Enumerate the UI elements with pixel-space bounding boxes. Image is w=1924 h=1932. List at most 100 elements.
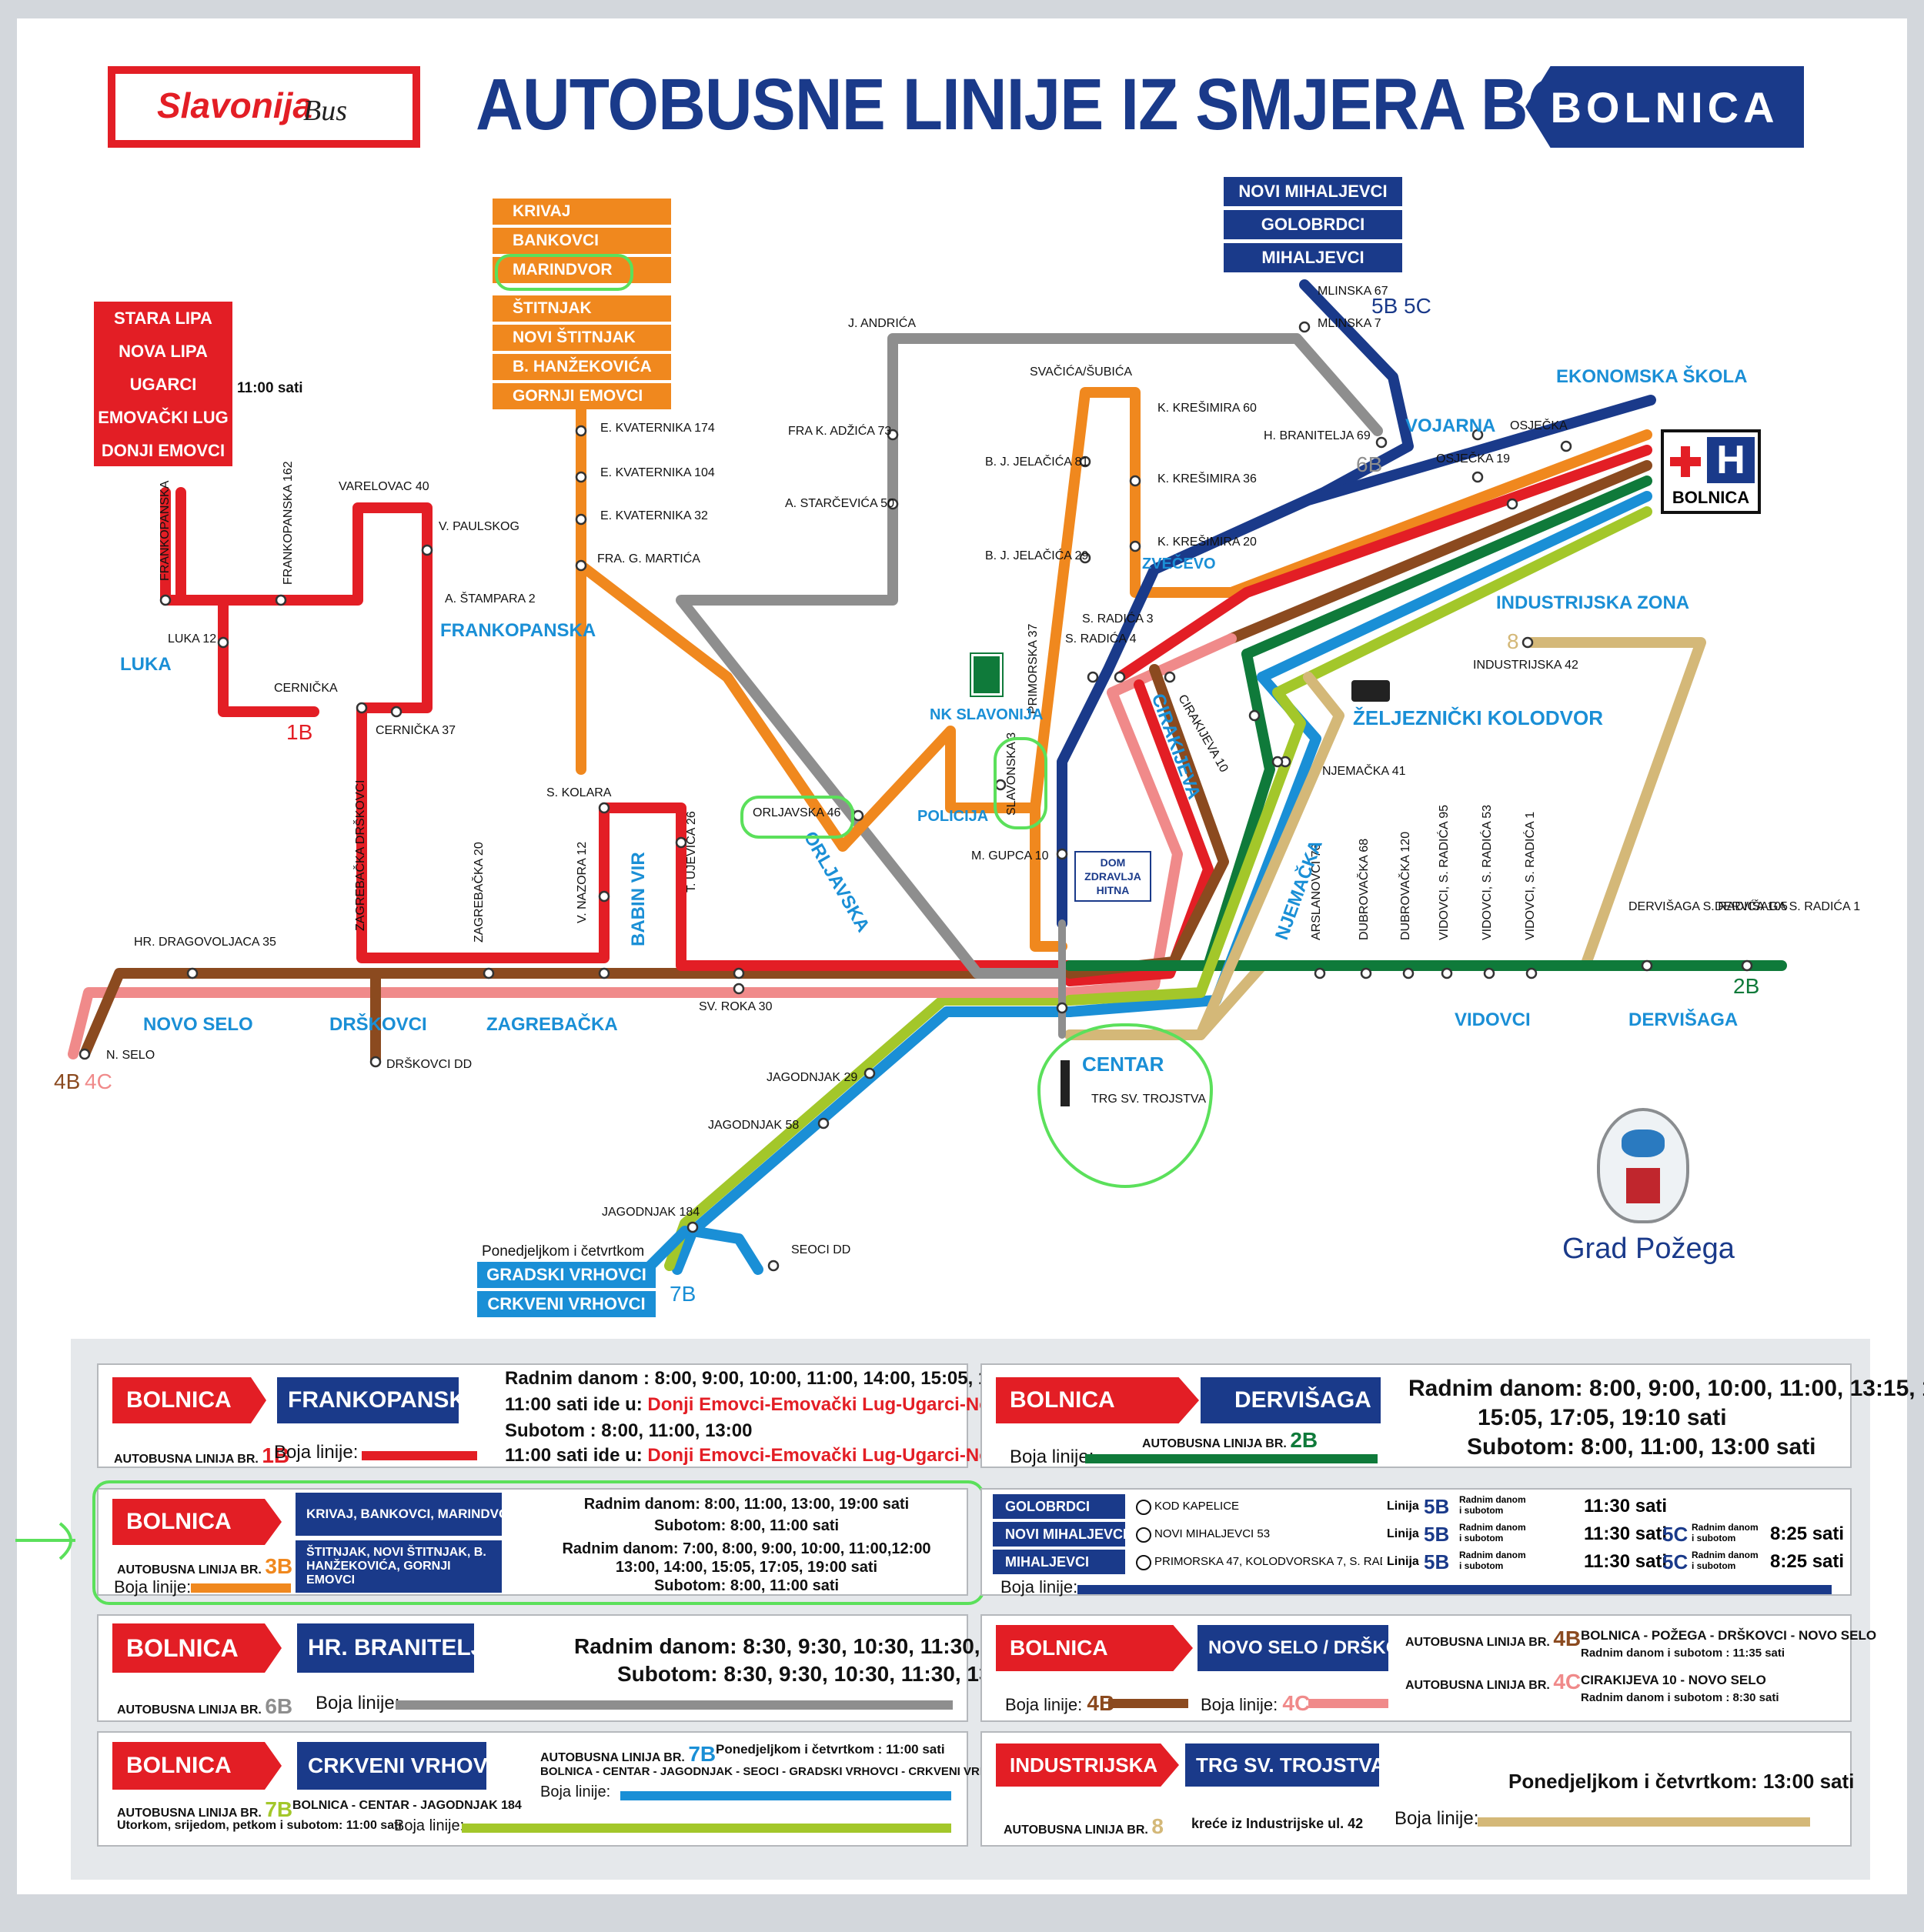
stop-dot [1129,540,1141,552]
sched-3b-b3: Subotom: 8:00, 11:00 sati [653,1577,840,1594]
to-badge-3b-a: KRIVAJ, BANKOVCI, MARINDVOR [296,1493,518,1536]
row-5c-time: 8:25 sati [1770,1551,1845,1572]
row-5b-note: Radnim danom i subotom [1459,1550,1526,1571]
sched-2b-l3: Subotom: 8:00, 11:00, 13:00 sati [1467,1434,1816,1460]
line-label-7b: AUTOBUSNA LINIJA BR. 7B [117,1797,292,1822]
line-tag: 4C [85,1069,112,1093]
stop-label: V. PAULSKOG [439,520,519,533]
stop-label: ZAGREBAČKA 20 [473,842,486,943]
route-7b-a: BOLNICA - CENTAR - JAGODNJAK 184 [292,1799,522,1812]
sched-1b-l3: Subotom : 8:00, 11:00, 13:00 [505,1420,753,1441]
sched-3b-b1: Radnim danom: 7:00, 8:00, 9:00, 10:00, 1… [562,1540,931,1557]
stop-label: S. RADIĆA 4 [1065,632,1137,646]
to-badge-4b: NOVO SELO / DRŠKOVCI [1197,1625,1431,1671]
stop-label: SVAČIĆA/ŠUBIĆA [1030,365,1133,379]
stop-dot [1087,671,1099,683]
color-bar-7b-green [462,1824,951,1833]
line-no-6b: 6B [265,1694,293,1718]
stop-label: SV. ROKA 30 [699,1000,773,1013]
route-3b [576,402,1067,952]
stop-dot [1271,756,1284,768]
stop-label: J. ANDRIĆA [848,317,917,330]
stop-dot [483,967,495,979]
stop-label: PRIMORSKA 37 [1027,623,1040,714]
stop-label: H. BRANITELJA 69 [1264,429,1371,442]
stop-label: A. STARČEVIĆA 50 [785,497,894,510]
stop-dot [817,1117,830,1130]
orange-box-item: MARINDVOR [493,257,671,283]
stop-dot [1114,671,1126,683]
to-badge-6b: HR. BRANITELJA [297,1623,500,1673]
stop-dot [1079,552,1091,564]
row-5b-stop: NOVI MIHALJEVCI 53 [1154,1527,1271,1540]
orange-box-item: B. HANŽEKOVIĆA [493,354,671,380]
route-lime-east [1064,687,1306,1006]
stop-label: E. KVATERNIKA 174 [600,422,715,435]
hospital-name: BOLNICA [1672,488,1750,507]
area-label: NK SLAVONIJA [930,706,1044,723]
area-label: BABIN VIR [628,852,649,946]
sched-3b-b2: 13:00, 14:00, 15:05, 17:05, 19:00 sati [615,1559,878,1576]
orange-box-item: BANKOVCI [493,228,671,254]
navy-box-item: NOVI MIHALJEVCI [1224,177,1402,206]
sched-4b-r1: BOLNICA - POŽEGA - DRŠKOVCI - NOVO SELO [1581,1628,1877,1643]
stop-label: DUBROVAČKA 68 [1358,838,1371,940]
stop-dot [186,967,199,979]
row-5b-time: 11:30 sati [1584,1496,1668,1517]
bundle-blue [1257,491,1652,682]
top-left-box-item: DONJI EMOVCI [94,436,232,465]
sched-2b-l1: Radnim danom: 8:00, 9:00, 10:00, 11:00, … [1408,1376,1924,1401]
from-badge-7b: BOLNICA [112,1742,282,1790]
bundle-navy [1149,395,1656,575]
card-line-5b [980,1488,1852,1596]
sched-1b-l1: Radnim danom : 8:00, 9:00, 10:00, 11:00,… [505,1368,1063,1389]
stop-label: E. KVATERNIKA 104 [600,466,715,479]
stop-dot [1483,967,1495,979]
stop-dot [887,498,899,510]
boja-4b-text: Boja linije: [1005,1695,1083,1714]
from-badge-2b: BOLNICA [996,1377,1199,1423]
stop-label: K. KREŠIMIRA 60 [1157,402,1257,415]
from-badge-1b: BOLNICA [112,1377,266,1423]
to-badge-7b: CRKVENI VRHOVCI [297,1742,509,1790]
stop-label: DRŠKOVCI DD [386,1058,473,1071]
stop-dot [575,513,587,526]
sched-3b-a1: Radnim danom: 8:00, 11:00, 13:00, 19:00 … [583,1496,910,1513]
from-badge-8: INDUSTRIJSKA [996,1743,1179,1787]
row-5b-note: Radnim danom i subotom [1459,1494,1526,1516]
line-label-7b-text: AUTOBUSNA LINIJA BR. [117,1807,262,1820]
stop-dot [575,559,587,572]
boja-4b: Boja linije: 4B [1005,1691,1114,1716]
stop-label: S. KOLARA [546,786,612,799]
row-5b-time: 11:30 sati [1584,1551,1668,1572]
row-5c-no [1662,1494,1693,1519]
line-tag: 5B 5C [1371,294,1431,318]
stop-label: OSJEČKA [1510,419,1568,432]
row-5c-time: 8:25 sati [1770,1523,1845,1544]
line-tag: 7B [670,1282,696,1306]
line-label-1b: AUTOBUSNA LINIJA BR. 1B [114,1443,289,1468]
stop-label: MLINSKA 67 [1318,285,1388,298]
area-label: ŽELJEZNIČKI KOLODVOR [1353,706,1604,729]
bottom-box-item: CRKVENI VRHOVCI [477,1291,656,1317]
boja-7b-b: Boja linije: [540,1784,611,1800]
bottom-box-note: Ponedjeljkom i četvrtkom [482,1243,645,1260]
line-label-7b-b: AUTOBUSNA LINIJA BR. 7B [540,1742,716,1767]
monument-icon [1061,1060,1070,1106]
row-5c-note: Radnim danom i subotom [1692,1550,1759,1571]
boja-1b: Boja linije: [274,1442,359,1463]
boja-4c-text: Boja linije: [1201,1695,1278,1714]
navy-box-item: GOLOBRDCI [1224,210,1402,239]
highlight-marindvor [495,254,633,291]
line-tag: 8 [1507,629,1519,653]
stop-dot [1079,455,1091,468]
line-label-8: AUTOBUSNA LINIJA BR. 8 [1004,1814,1164,1839]
boja-7b-a: Boja linije: [394,1817,465,1834]
line-tag: 1B [286,720,313,744]
route-1b-north [160,487,229,606]
stop-dot [1471,429,1484,441]
stop-dot [598,890,610,903]
row-5b-linija: Linija [1387,1527,1419,1540]
stop-dot [275,594,287,606]
stop-dot [1360,967,1372,979]
